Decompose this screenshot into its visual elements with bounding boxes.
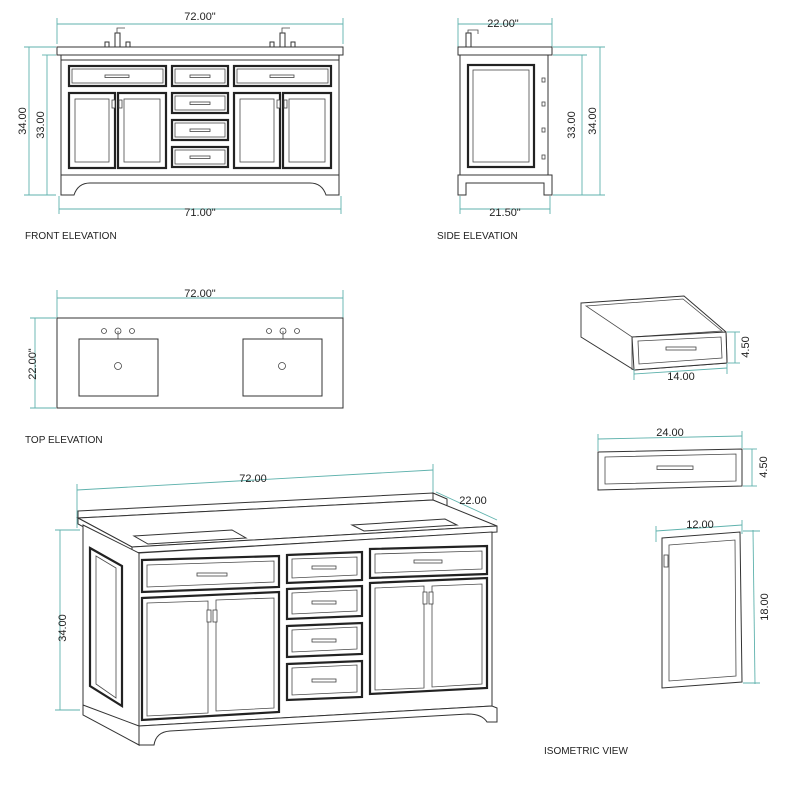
top-elevation: 72.00" 22.00" TOP ELEVATION [25, 288, 344, 446]
iso-base [138, 705, 498, 746]
front-width-dimension: 72.00" [56, 11, 344, 44]
iso-doors-left [140, 590, 281, 722]
drawer-open-detail: 14.00 4.50 [580, 295, 752, 383]
front-height-dimensions: 34.00 33.00 [17, 46, 56, 196]
side-base-label: 21.50" [489, 207, 521, 219]
iso-height-label: 34.00 [57, 614, 69, 642]
side-elevation: 22.00" 21.50" 33.00 34.00 [437, 18, 605, 242]
drawer-open-height-label: 4.50 [740, 336, 752, 357]
drain-left [114, 362, 122, 370]
iso-width-label: 72.00 [239, 473, 267, 485]
faucet-right [269, 27, 296, 48]
side-elevation-label: SIDE ELEVATION [437, 231, 518, 242]
top-width-dimension: 72.00" [56, 288, 344, 318]
side-countertop [457, 46, 553, 56]
side-base-dimension: 21.50" [459, 196, 551, 219]
side-knobs [541, 77, 546, 160]
top-faucet-left [101, 327, 135, 340]
top-drawer-left [67, 64, 168, 88]
top-faucet-right [266, 327, 300, 340]
side-panel [466, 63, 536, 169]
iso-doors-right [368, 576, 489, 696]
front-width-label: 72.00" [184, 11, 216, 23]
iso-center-drawers [285, 550, 364, 702]
iso-depth-label: 22.00 [459, 495, 487, 507]
countertop [56, 46, 344, 56]
door-height-label: 18.00 [759, 593, 771, 621]
iso-drawer-right [368, 544, 489, 580]
top-depth-dimension: 22.00" [27, 317, 56, 409]
doors-right [232, 91, 333, 170]
side-depth-label: 22.00" [487, 18, 519, 30]
isometric-view-label: ISOMETRIC VIEW [544, 746, 628, 757]
top-elevation-label: TOP ELEVATION [25, 435, 103, 446]
side-base [457, 174, 553, 196]
front-base-dimension: 71.00" [58, 196, 342, 219]
drawer-long-detail: 24.00 4.50 [597, 427, 770, 491]
cabinet-base [60, 174, 340, 196]
doors-left [67, 91, 168, 170]
front-base-label: 71.00" [184, 207, 216, 219]
side-faucet [465, 32, 472, 48]
top-depth-label: 22.00" [27, 348, 39, 380]
side-height-dimensions: 33.00 34.00 [553, 46, 605, 196]
iso-width-dimension: 72.00 22.00 34.00 [55, 464, 498, 711]
top-drawer-right [232, 64, 333, 88]
front-elevation: 72.00" [17, 11, 344, 242]
iso-sink-right [350, 518, 459, 532]
center-drawers [170, 64, 230, 169]
drain-right [278, 362, 286, 370]
top-width-label: 72.00" [184, 288, 216, 300]
side-height-inner-label: 33.00 [566, 111, 578, 139]
drawer-long-height-label: 4.50 [758, 456, 770, 477]
side-height-outer-label: 34.00 [587, 107, 599, 135]
isometric-view: 72.00 22.00 34.00 [55, 464, 628, 757]
door-detail: 12.00 18.00 [655, 519, 771, 689]
drawer-long-dimensions: 24.00 4.50 [597, 427, 770, 487]
door-dimensions: 12.00 18.00 [655, 519, 771, 685]
drawer-open-dimensions: 14.00 4.50 [633, 331, 752, 383]
front-height-inner-label: 33.00 [35, 111, 47, 139]
front-elevation-label: FRONT ELEVATION [25, 231, 117, 242]
drawer-long-width-label: 24.00 [656, 427, 684, 439]
iso-sink-left [132, 529, 248, 545]
iso-drawer-left [140, 554, 281, 594]
faucet-left [104, 27, 131, 48]
side-depth-dimension: 22.00" [457, 18, 553, 50]
drawer-open-width-label: 14.00 [667, 371, 695, 383]
door-width-label: 12.00 [686, 519, 714, 531]
front-height-outer-label: 34.00 [17, 107, 29, 135]
